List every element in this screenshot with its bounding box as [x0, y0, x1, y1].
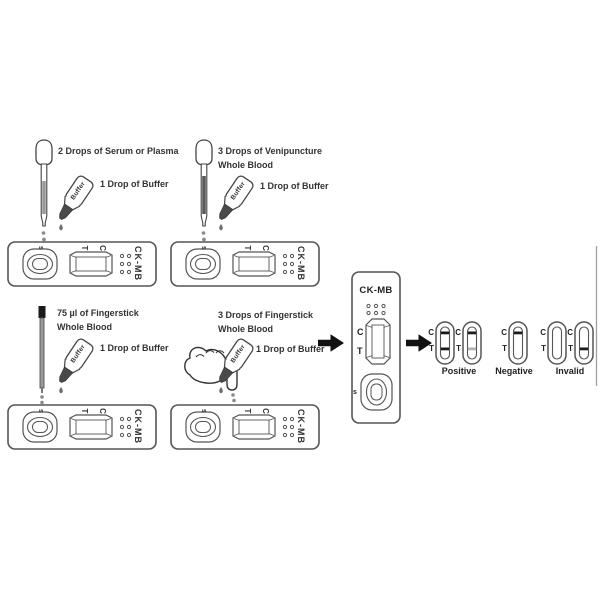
test-line-label: T — [429, 344, 434, 353]
sample-well-label: s — [200, 246, 207, 250]
cassette-name: CK-MB — [359, 285, 393, 296]
sample-well-label: s — [37, 246, 44, 250]
result-invalid-label: Invalid — [555, 366, 585, 376]
sample-well-label: s — [200, 409, 207, 413]
result-positive-strong — [435, 321, 455, 365]
test-line-label: T — [243, 408, 252, 414]
control-line-label: C — [98, 408, 107, 414]
step4-caption-line1: 3 Drops of Fingerstick — [218, 310, 314, 320]
buffer-drop-icon — [219, 224, 223, 231]
control-line-label: C — [261, 245, 270, 251]
buffer-drop-icon — [59, 387, 63, 394]
result-negative — [508, 321, 528, 365]
test-line-label: T — [80, 408, 89, 414]
step2-caption-line2: Whole Blood — [218, 160, 273, 170]
result-positive-weak — [462, 321, 482, 365]
result-negative-label: Negative — [495, 366, 533, 376]
step4-buffer-note: 1 Drop of Buffer — [256, 344, 325, 354]
buffer-drop-icon — [219, 387, 223, 394]
step3-caption-line1: 75 µl of Fingerstick — [57, 308, 139, 318]
result-positive-label: Positive — [441, 366, 477, 376]
sample-well-label: s — [37, 409, 44, 413]
control-line-label: C — [501, 328, 507, 337]
capillary-tube-icon — [38, 306, 46, 393]
step2-buffer-note: 1 Drop of Buffer — [260, 181, 329, 191]
cassette-name: CK-MB — [296, 246, 306, 281]
test-line-label: T — [502, 344, 507, 353]
cassette-name: CK-MB — [133, 246, 143, 281]
cassette-name: CK-MB — [133, 409, 143, 444]
buffer-drop-icon — [59, 224, 63, 231]
test-line-label: T — [568, 344, 573, 353]
test-line-label: T — [456, 344, 461, 353]
result-invalid-testonly — [574, 321, 594, 365]
cassette-vertical — [351, 271, 401, 424]
step1-buffer-note: 1 Drop of Buffer — [100, 179, 169, 189]
step2-caption-line1: 3 Drops of Venipuncture — [218, 146, 323, 156]
control-line-label: C — [540, 328, 546, 337]
control-line-label: C — [455, 328, 461, 337]
cassette-name: CK-MB — [296, 409, 306, 444]
control-line-label: C — [357, 327, 364, 337]
test-line-label: T — [80, 245, 89, 251]
sample-well-label: s — [353, 389, 357, 396]
control-line-label: C — [261, 408, 270, 414]
control-line-label: C — [567, 328, 573, 337]
control-line-label: C — [428, 328, 434, 337]
step3-caption-line2: Whole Blood — [57, 322, 112, 332]
sample-drops — [40, 231, 236, 405]
test-line-label: T — [243, 245, 252, 251]
test-line-label: T — [541, 344, 546, 353]
control-line-label: C — [98, 245, 107, 251]
step4-caption-line2: Whole Blood — [218, 324, 273, 334]
test-line-label: T — [357, 346, 363, 356]
dropper-serum-icon — [35, 139, 53, 227]
dropper-venipuncture-icon — [195, 139, 213, 227]
step1-caption: 2 Drops of Serum or Plasma — [58, 146, 179, 156]
step3-buffer-note: 1 Drop of Buffer — [100, 343, 169, 353]
